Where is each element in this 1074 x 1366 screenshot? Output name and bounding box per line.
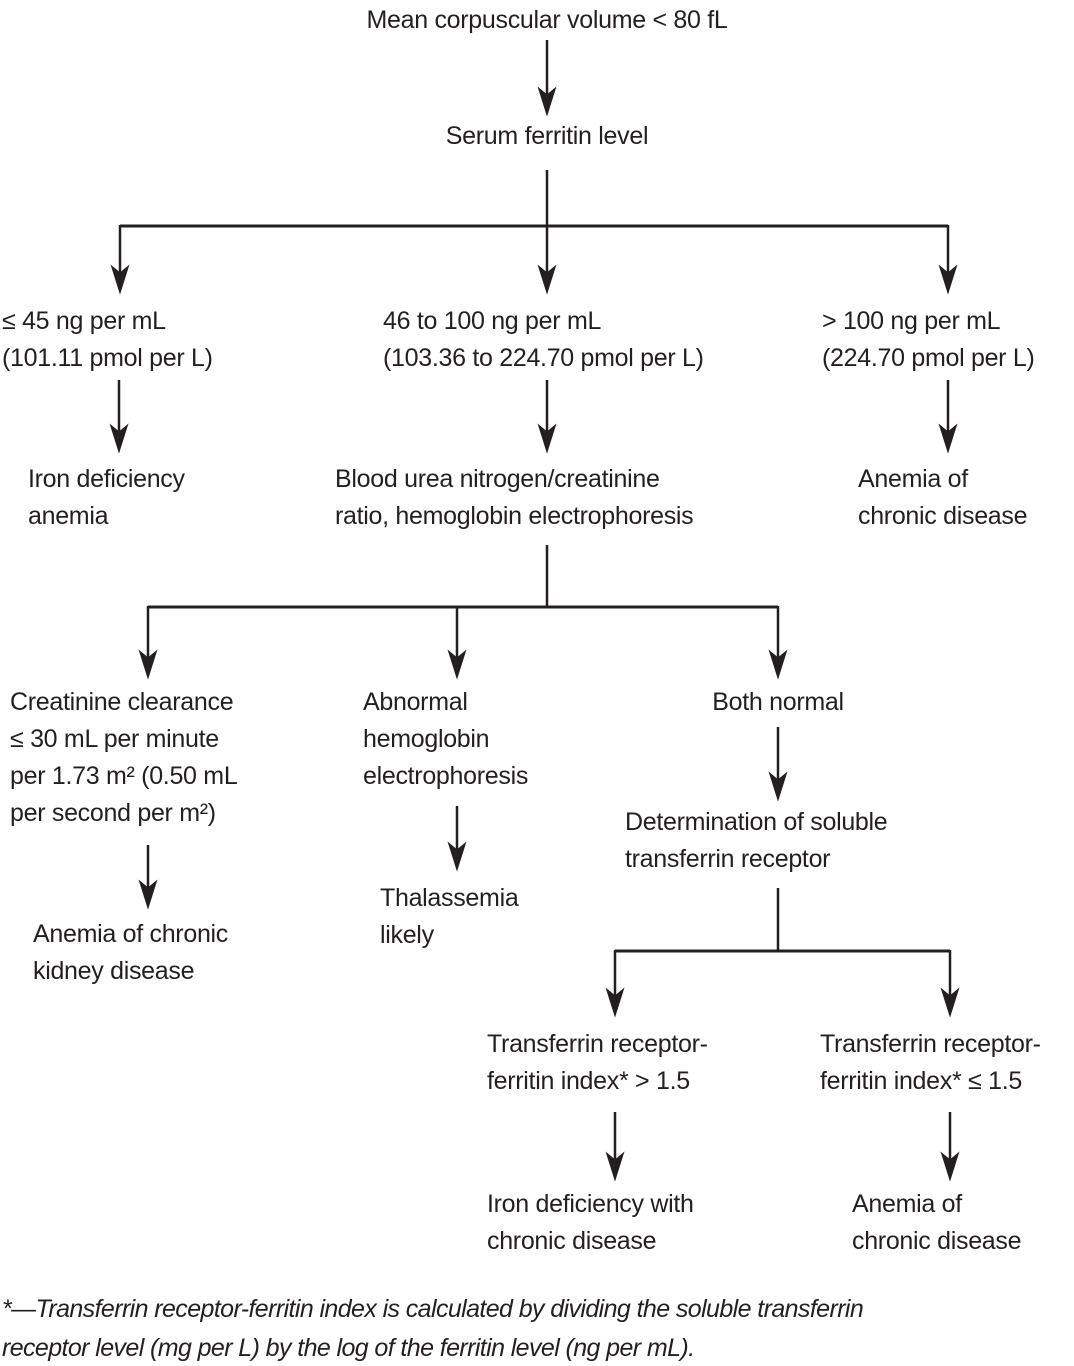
node-creatinine-clearance: Creatinine clearance ≤ 30 mL per minute … bbox=[10, 688, 238, 827]
arrow-ferritin-low-to-ida bbox=[109, 380, 129, 454]
node-index-gt: Transferrin receptor- ferritin index* > … bbox=[487, 1030, 708, 1095]
node-thalassemia-likely: Thalassemia likely bbox=[380, 884, 519, 949]
arrow-index-le-to-acd bbox=[940, 1112, 960, 1182]
node-iron-deficiency-anemia: Iron deficiency anemia bbox=[28, 465, 185, 530]
node-index-le: Transferrin receptor- ferritin index* ≤ … bbox=[820, 1030, 1041, 1095]
arrow-index-gt-to-idcd bbox=[605, 1112, 625, 1182]
arrow-both-normal-to-str bbox=[768, 727, 788, 802]
arrow-branch-to-electrophoresis bbox=[447, 606, 467, 680]
arrow-ferritin-high-to-acd bbox=[938, 380, 958, 454]
arrow-branch-to-creatinine bbox=[138, 606, 158, 680]
node-anemia-chronic-disease-bottom: Anemia of chronic disease bbox=[852, 1190, 1022, 1255]
arrow-ferritin-mid-to-bun bbox=[537, 380, 557, 454]
node-ferritin-low: ≤ 45 ng per mL (101.11 pmol per L) bbox=[2, 307, 213, 372]
arrow-branch-to-both-normal bbox=[768, 606, 788, 680]
arrow-branch-to-ferritin-high bbox=[938, 225, 958, 295]
node-mcv: Mean corpuscular volume < 80 fL bbox=[366, 6, 728, 34]
node-iron-deficiency-chronic: Iron deficiency with chronic disease bbox=[487, 1190, 694, 1255]
arrow-mcv-to-serum bbox=[537, 40, 557, 117]
node-bun-creatinine: Blood urea nitrogen/creatinine ratio, he… bbox=[335, 465, 694, 530]
node-soluble-transferrin-receptor: Determination of soluble transferrin rec… bbox=[625, 808, 888, 873]
node-ferritin-mid: 46 to 100 ng per mL (103.36 to 224.70 pm… bbox=[383, 307, 704, 372]
footnote: *—Transferrin receptor-ferritin index is… bbox=[2, 1295, 864, 1362]
node-anemia-chronic-disease-top: Anemia of chronic disease bbox=[858, 465, 1028, 530]
node-anemia-ckd: Anemia of chronic kidney disease bbox=[33, 920, 228, 985]
arrow-branch-to-index-le bbox=[940, 950, 960, 1018]
node-abnormal-electrophoresis: Abnormal hemoglobin electrophoresis bbox=[363, 688, 529, 790]
node-both-normal: Both normal bbox=[712, 688, 844, 716]
node-ferritin-high: > 100 ng per mL (224.70 pmol per L) bbox=[822, 307, 1035, 372]
arrow-branch-to-ferritin-low bbox=[110, 225, 130, 295]
node-serum-ferritin: Serum ferritin level bbox=[445, 122, 649, 150]
arrow-creatinine-to-ckd bbox=[138, 845, 158, 910]
arrow-branch-to-index-gt bbox=[605, 950, 625, 1018]
arrow-electrophoresis-to-thalassemia bbox=[447, 806, 467, 872]
arrow-branch-to-ferritin-mid bbox=[537, 225, 557, 295]
